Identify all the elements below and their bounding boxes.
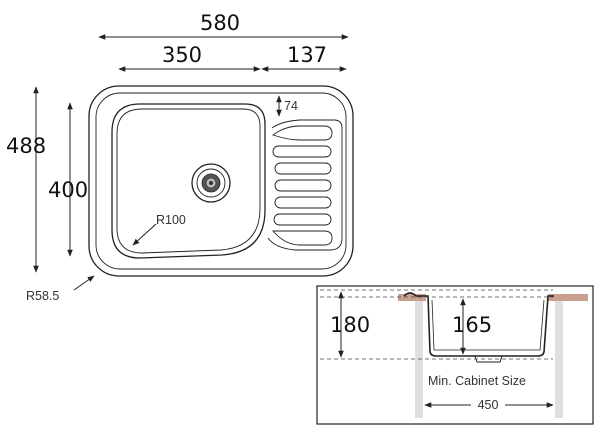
section-view: 180 165 Min. Cabinet Size 450 <box>316 285 594 425</box>
r100-leader <box>132 223 157 246</box>
drain-icon <box>191 163 231 203</box>
dim-488: 488 <box>6 134 46 158</box>
countertop-right <box>548 294 588 301</box>
sink-bowl-inner <box>116 108 261 254</box>
dim-r58: R58.5 <box>26 289 59 303</box>
dim-r100: R100 <box>156 213 186 227</box>
sink-outer-rim <box>88 85 354 277</box>
dim-137: 137 <box>287 43 327 67</box>
dim-165: 165 <box>452 313 492 337</box>
drainer-ribs <box>272 125 333 246</box>
sink-section-profile <box>403 292 554 357</box>
dim-180: 180 <box>330 313 370 337</box>
cabinet-wall-right <box>555 300 563 418</box>
sink-inner-rim <box>95 92 347 270</box>
dim-450: 450 <box>478 398 499 412</box>
sink-bowl <box>111 103 266 259</box>
countertop-left <box>398 294 426 301</box>
dim-580: 580 <box>200 11 240 35</box>
sink-section-inner <box>431 299 545 351</box>
r58-leader <box>73 275 95 291</box>
dim-74: 74 <box>284 99 298 113</box>
dim-350: 350 <box>162 43 202 67</box>
top-view: 580 350 137 74 488 400 R100 R58.5 <box>6 11 354 303</box>
drainer-board <box>267 119 343 251</box>
dim-400: 400 <box>48 178 88 202</box>
section-frame <box>316 285 594 425</box>
cabinet-caption: Min. Cabinet Size <box>428 374 526 388</box>
